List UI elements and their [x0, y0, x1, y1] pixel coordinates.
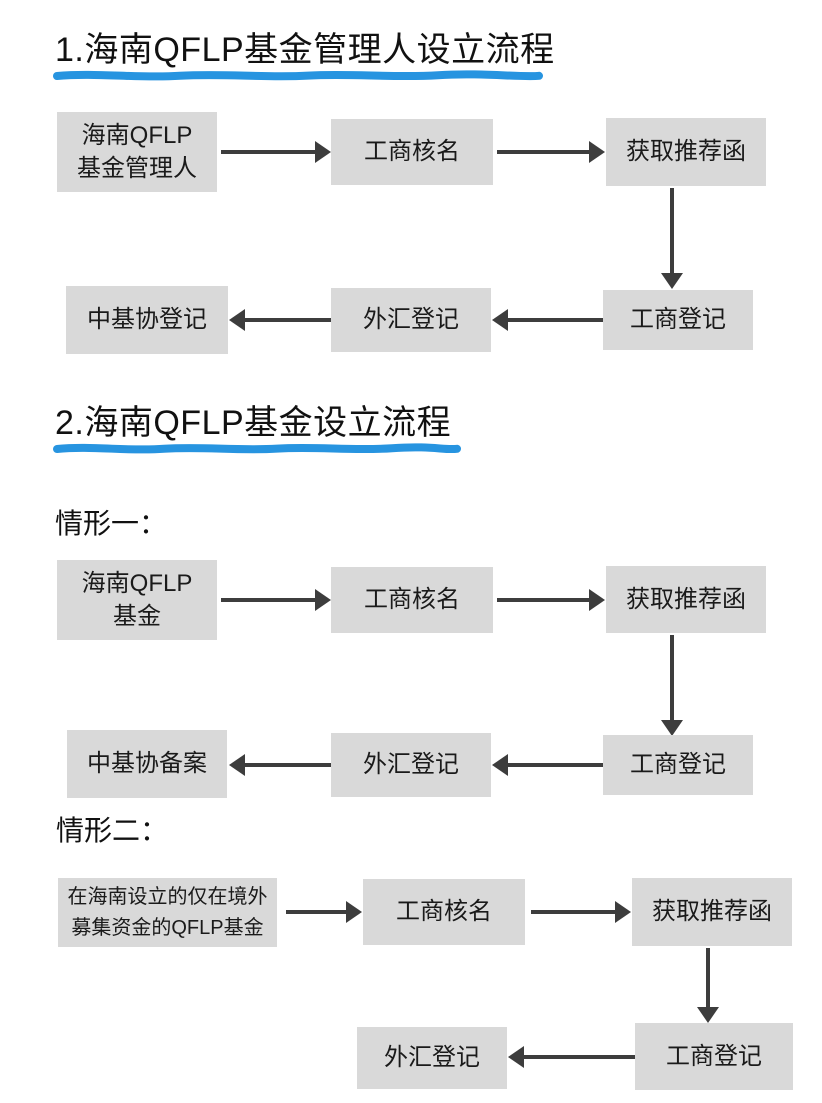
arrow-c1-forex-to-amac — [245, 763, 331, 767]
node-label: 工商登记 — [666, 1042, 762, 1070]
node-s1-business-registration: 工商登记 — [603, 290, 753, 350]
section1-title-underline-marker — [53, 70, 543, 81]
node-label: 工商核名 — [364, 138, 460, 166]
node-s1-get-referral-letter: 获取推荐函 — [606, 118, 766, 186]
arrow-s1-bizreg-to-forex — [508, 318, 603, 322]
case1-label-text: 情形一： — [55, 508, 168, 539]
section2-title-text: 2.海南QFLP基金设立流程 — [55, 404, 452, 442]
arrow-c1-bizreg-to-forex — [508, 763, 603, 767]
node-c1-forex-registration: 外汇登记 — [331, 733, 491, 797]
node-c1-amac-filing: 中基协备案 — [67, 730, 227, 798]
node-label: 获取推荐函 — [626, 138, 746, 166]
case1-label: 情形一： — [55, 507, 167, 541]
node-c2-forex-registration: 外汇登记 — [357, 1027, 507, 1089]
node-label-line2: 募集资金的QFLP基金 — [71, 916, 264, 939]
section2-title: 2.海南QFLP基金设立流程 — [55, 402, 451, 444]
arrow-s1-referral-to-bizreg — [670, 188, 674, 273]
node-c1-hainan-qflp-fund: 海南QFLP 基金 — [57, 560, 217, 640]
arrow-c2-referral-to-bizreg — [706, 948, 710, 1007]
node-label: 外汇登记 — [363, 306, 459, 334]
case2-label: 情形二： — [56, 814, 168, 848]
node-label-line1: 在海南设立的仅在境外 — [67, 885, 268, 908]
node-c1-business-registration: 工商登记 — [603, 735, 753, 795]
section1-title-text: 1.海南QFLP基金管理人设立流程 — [55, 31, 555, 69]
node-label: 获取推荐函 — [652, 898, 772, 926]
node-label: 外汇登记 — [384, 1044, 480, 1072]
arrow-c1-checkname-to-referral — [497, 598, 589, 602]
node-label: 外汇登记 — [363, 751, 459, 779]
node-s1-forex-registration: 外汇登记 — [331, 288, 491, 352]
node-label: 获取推荐函 — [626, 585, 746, 613]
arrow-c1-referral-to-bizreg — [670, 635, 674, 720]
node-s1-business-name-check: 工商核名 — [331, 119, 493, 185]
node-s1-hainan-qflp-manager: 海南QFLP 基金管理人 — [57, 112, 217, 192]
node-c1-business-name-check: 工商核名 — [331, 567, 493, 633]
arrow-c2-bizreg-to-forex — [524, 1055, 635, 1059]
node-label: 工商登记 — [630, 751, 726, 779]
node-label: 中基协登记 — [87, 306, 207, 334]
node-label-line2: 基金管理人 — [77, 155, 197, 182]
node-label: 工商核名 — [396, 898, 492, 926]
arrow-s1-forex-to-amac — [245, 318, 331, 322]
arrow-s1-checkname-to-referral — [497, 150, 589, 154]
node-label: 中基协备案 — [87, 750, 207, 778]
node-label-line1: 海南QFLP — [81, 569, 193, 597]
node-c2-business-registration: 工商登记 — [635, 1023, 793, 1090]
node-label-line1: 海南QFLP — [81, 121, 193, 149]
arrow-s1-start-to-checkname — [221, 150, 315, 154]
arrow-c2-start-to-checkname — [286, 910, 346, 914]
node-c2-offshore-qflp-fund: 在海南设立的仅在境外 募集资金的QFLP基金 — [58, 878, 277, 947]
node-label: 工商核名 — [364, 586, 460, 614]
node-s1-amac-registration: 中基协登记 — [66, 286, 228, 354]
section1-title: 1.海南QFLP基金管理人设立流程 — [55, 29, 555, 71]
node-c1-get-referral-letter: 获取推荐函 — [606, 566, 766, 633]
section2-title-underline-marker — [53, 443, 461, 454]
node-label: 工商登记 — [630, 306, 726, 334]
node-label-line2: 基金 — [113, 603, 161, 630]
case2-label-text: 情形二： — [56, 815, 169, 846]
node-c2-business-name-check: 工商核名 — [363, 879, 525, 945]
arrow-c1-start-to-checkname — [221, 598, 315, 602]
arrow-c2-checkname-to-referral — [531, 910, 615, 914]
node-c2-get-referral-letter: 获取推荐函 — [632, 878, 792, 946]
